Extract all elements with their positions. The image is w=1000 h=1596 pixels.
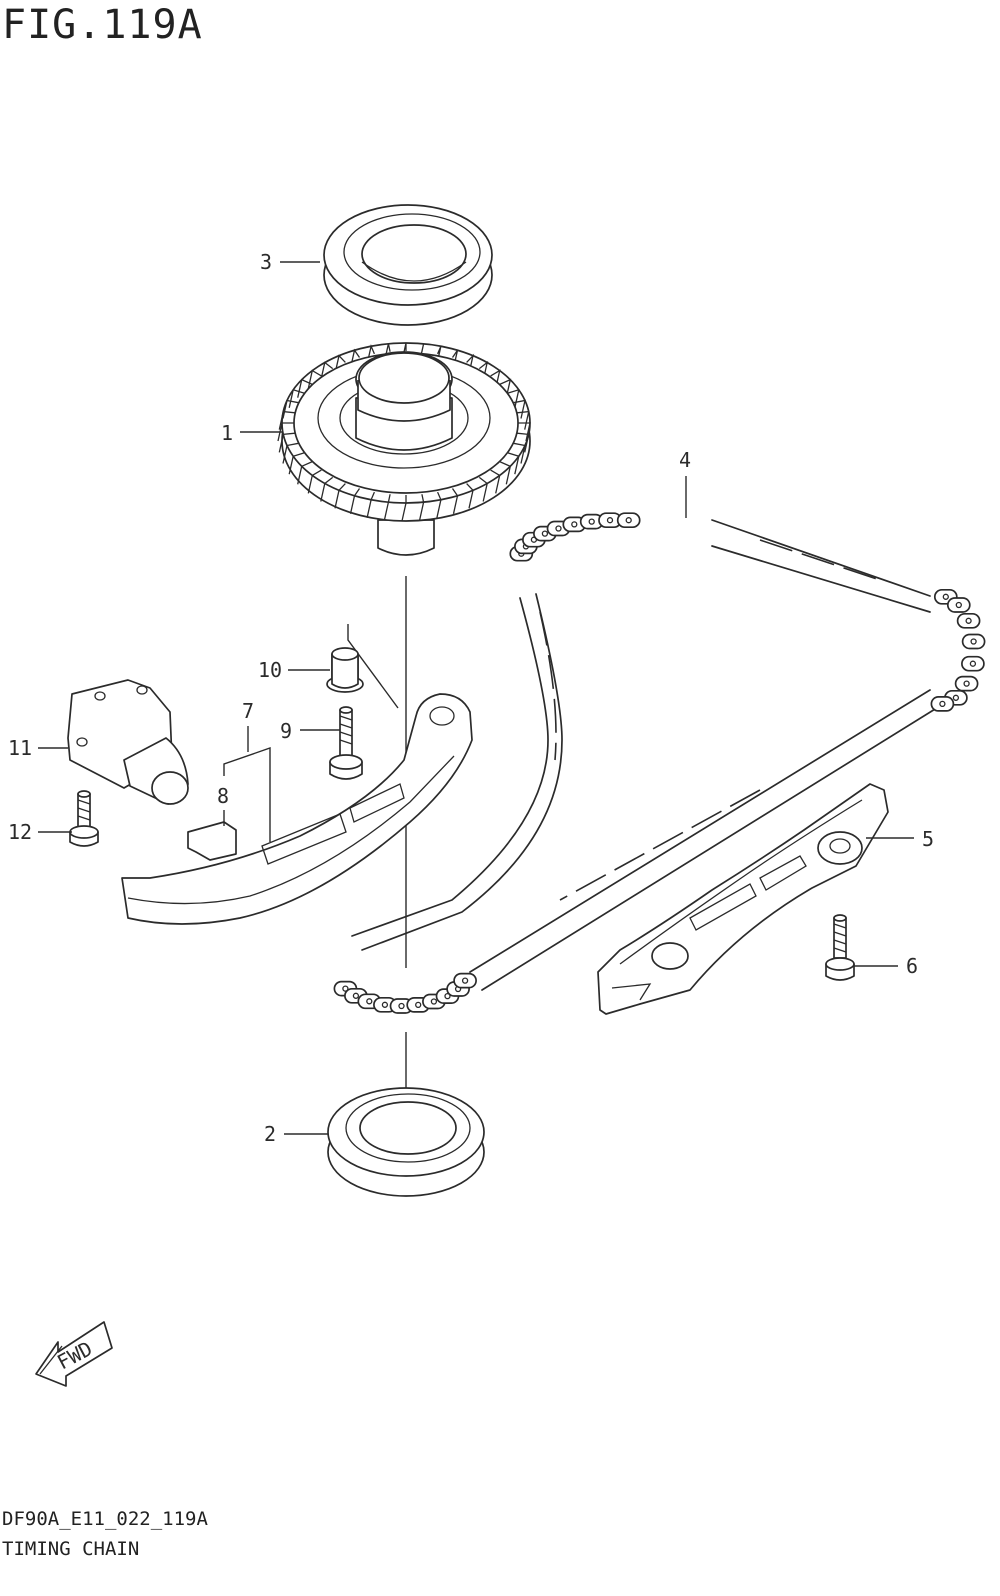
chain-pin — [352, 992, 360, 999]
gear-tooth — [278, 410, 296, 430]
gear-tooth — [478, 476, 488, 502]
chain-pin — [939, 700, 946, 708]
chain-pin — [541, 530, 549, 537]
gear-tooth — [297, 378, 313, 398]
guide-sleeve — [326, 647, 364, 693]
gear-tooth — [334, 483, 346, 509]
gear-tooth — [297, 461, 313, 485]
chain-pin — [588, 518, 595, 525]
gear-tooth — [513, 442, 526, 464]
callout-11: 11 — [8, 736, 32, 760]
chain-link — [961, 655, 985, 672]
gear-tooth — [320, 476, 334, 502]
gear-tooth — [516, 410, 530, 430]
gear-tooth — [499, 461, 512, 485]
callout-12: 12 — [8, 820, 32, 844]
chain-pin — [942, 593, 949, 600]
chain-pin — [398, 1002, 405, 1010]
chain-pin — [366, 998, 373, 1005]
chain-pin — [606, 517, 614, 524]
gear-tooth — [516, 432, 530, 453]
gear-tooth — [288, 388, 305, 408]
chain-pin — [963, 680, 970, 687]
gear-tooth — [277, 422, 294, 442]
callout-8: 8 — [217, 784, 229, 808]
chain-link — [956, 612, 981, 629]
gear-tooth — [499, 378, 512, 398]
callout-4: 4 — [679, 448, 691, 472]
chain-tensioner-guide — [121, 693, 473, 925]
chain-pin — [444, 992, 451, 1000]
gear-tooth — [282, 399, 299, 419]
callout-3: 3 — [260, 250, 272, 274]
gear-tooth — [307, 469, 322, 494]
callout-2: 2 — [264, 1122, 276, 1146]
chain-guide-right — [597, 783, 889, 1015]
chain-link — [616, 512, 641, 529]
bolt-9 — [329, 706, 363, 780]
gear-tooth — [320, 361, 334, 381]
gear-tooth — [282, 442, 299, 464]
gear-tooth — [466, 483, 474, 509]
chain-link — [453, 972, 477, 989]
callout-9: 9 — [280, 719, 292, 743]
chain-pin — [430, 998, 438, 1005]
gear-tooth — [507, 452, 520, 475]
chain-pin — [952, 694, 960, 701]
callout-6: 6 — [906, 954, 918, 978]
chain-pin — [415, 1001, 422, 1009]
gear-tooth — [518, 422, 531, 442]
chain-link — [946, 597, 971, 613]
chain-pin — [381, 1001, 389, 1008]
callout-5: 5 — [922, 827, 934, 851]
gear-tooth — [366, 491, 375, 518]
figure-caption: TIMING CHAIN — [2, 1538, 140, 1560]
callout-10: 10 — [258, 658, 282, 682]
chain-pin — [955, 601, 962, 609]
chain-link — [954, 675, 979, 692]
gear-tooth — [383, 494, 391, 521]
timing-gear — [277, 342, 531, 556]
chain-link — [930, 696, 955, 712]
gear-tooth — [349, 488, 361, 514]
tensioner-adjuster — [67, 679, 189, 805]
gear-tooth — [278, 432, 296, 453]
callout-7: 7 — [242, 699, 254, 723]
gear-tooth — [401, 495, 407, 522]
drawing-code: DF90A_E11_022_119A — [2, 1508, 208, 1530]
chain-pin — [969, 660, 977, 667]
chain-pin — [965, 617, 972, 624]
figure-title: FIG.119A — [2, 2, 203, 48]
callout-1: 1 — [221, 421, 233, 445]
bolt-12 — [69, 790, 99, 847]
gear-tooth — [451, 488, 459, 514]
gear-tooth — [436, 491, 442, 518]
timing-chain — [333, 512, 986, 1014]
chain-pin — [970, 638, 977, 645]
bearing-lower — [327, 1087, 485, 1197]
gear-tooth — [418, 494, 425, 521]
chain-pin — [625, 517, 632, 524]
bearing-upper — [323, 204, 493, 326]
gear-tooth — [288, 452, 305, 475]
chain-pin — [461, 977, 469, 984]
gear-tooth — [490, 469, 501, 494]
gear-tooth — [307, 369, 322, 389]
bolt-6 — [825, 914, 855, 981]
chain-link — [961, 633, 986, 650]
chain-pin — [571, 521, 578, 528]
fwd-arrow-icon: FWD — [35, 1321, 113, 1387]
chain-pin — [342, 985, 349, 992]
chain-pin — [555, 525, 562, 532]
